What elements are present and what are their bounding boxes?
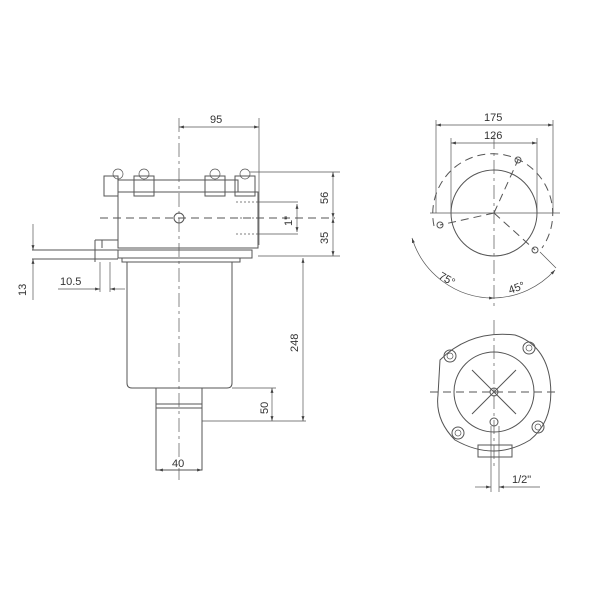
dim-126: 126 [484, 130, 502, 142]
dim-50: 50 [259, 402, 271, 414]
dim-40: 40 [172, 458, 184, 470]
dim-56: 56 [319, 192, 331, 204]
dim-175: 175 [484, 112, 502, 124]
dim-248: 248 [289, 334, 301, 352]
filter-head [117, 191, 259, 249]
dim-10-5: 10.5 [60, 276, 81, 288]
flange [117, 249, 253, 259]
angle-75: 75° [437, 270, 457, 289]
dim-35: 35 [319, 232, 331, 244]
head-bolts-bottom [443, 341, 545, 440]
flange-seal [121, 257, 241, 263]
angle-45: 45° [507, 280, 527, 297]
head-plug [173, 212, 185, 224]
bottom-view: 1/2" [430, 320, 560, 492]
drain-port [489, 417, 499, 427]
head-inner-circle [453, 351, 535, 433]
dim-13: 13 [17, 284, 29, 296]
dim-1-inch: 1" [283, 216, 295, 226]
inlet-port [236, 201, 258, 235]
top-view: 175 126 75° 45° [411, 112, 560, 310]
head-outline [437, 333, 552, 452]
spokes [471, 369, 517, 415]
drain-boss [477, 444, 513, 458]
bolt-radials [439, 159, 536, 251]
dim-half-inch: 1/2" [512, 474, 531, 486]
mounting-bracket [94, 239, 118, 262]
filter-bowl [126, 262, 233, 389]
dim-95: 95 [210, 114, 222, 126]
bolt-outline [432, 153, 554, 249]
side-view: 95 56 35 1" 13 10.5 50 248 40 [17, 114, 340, 480]
